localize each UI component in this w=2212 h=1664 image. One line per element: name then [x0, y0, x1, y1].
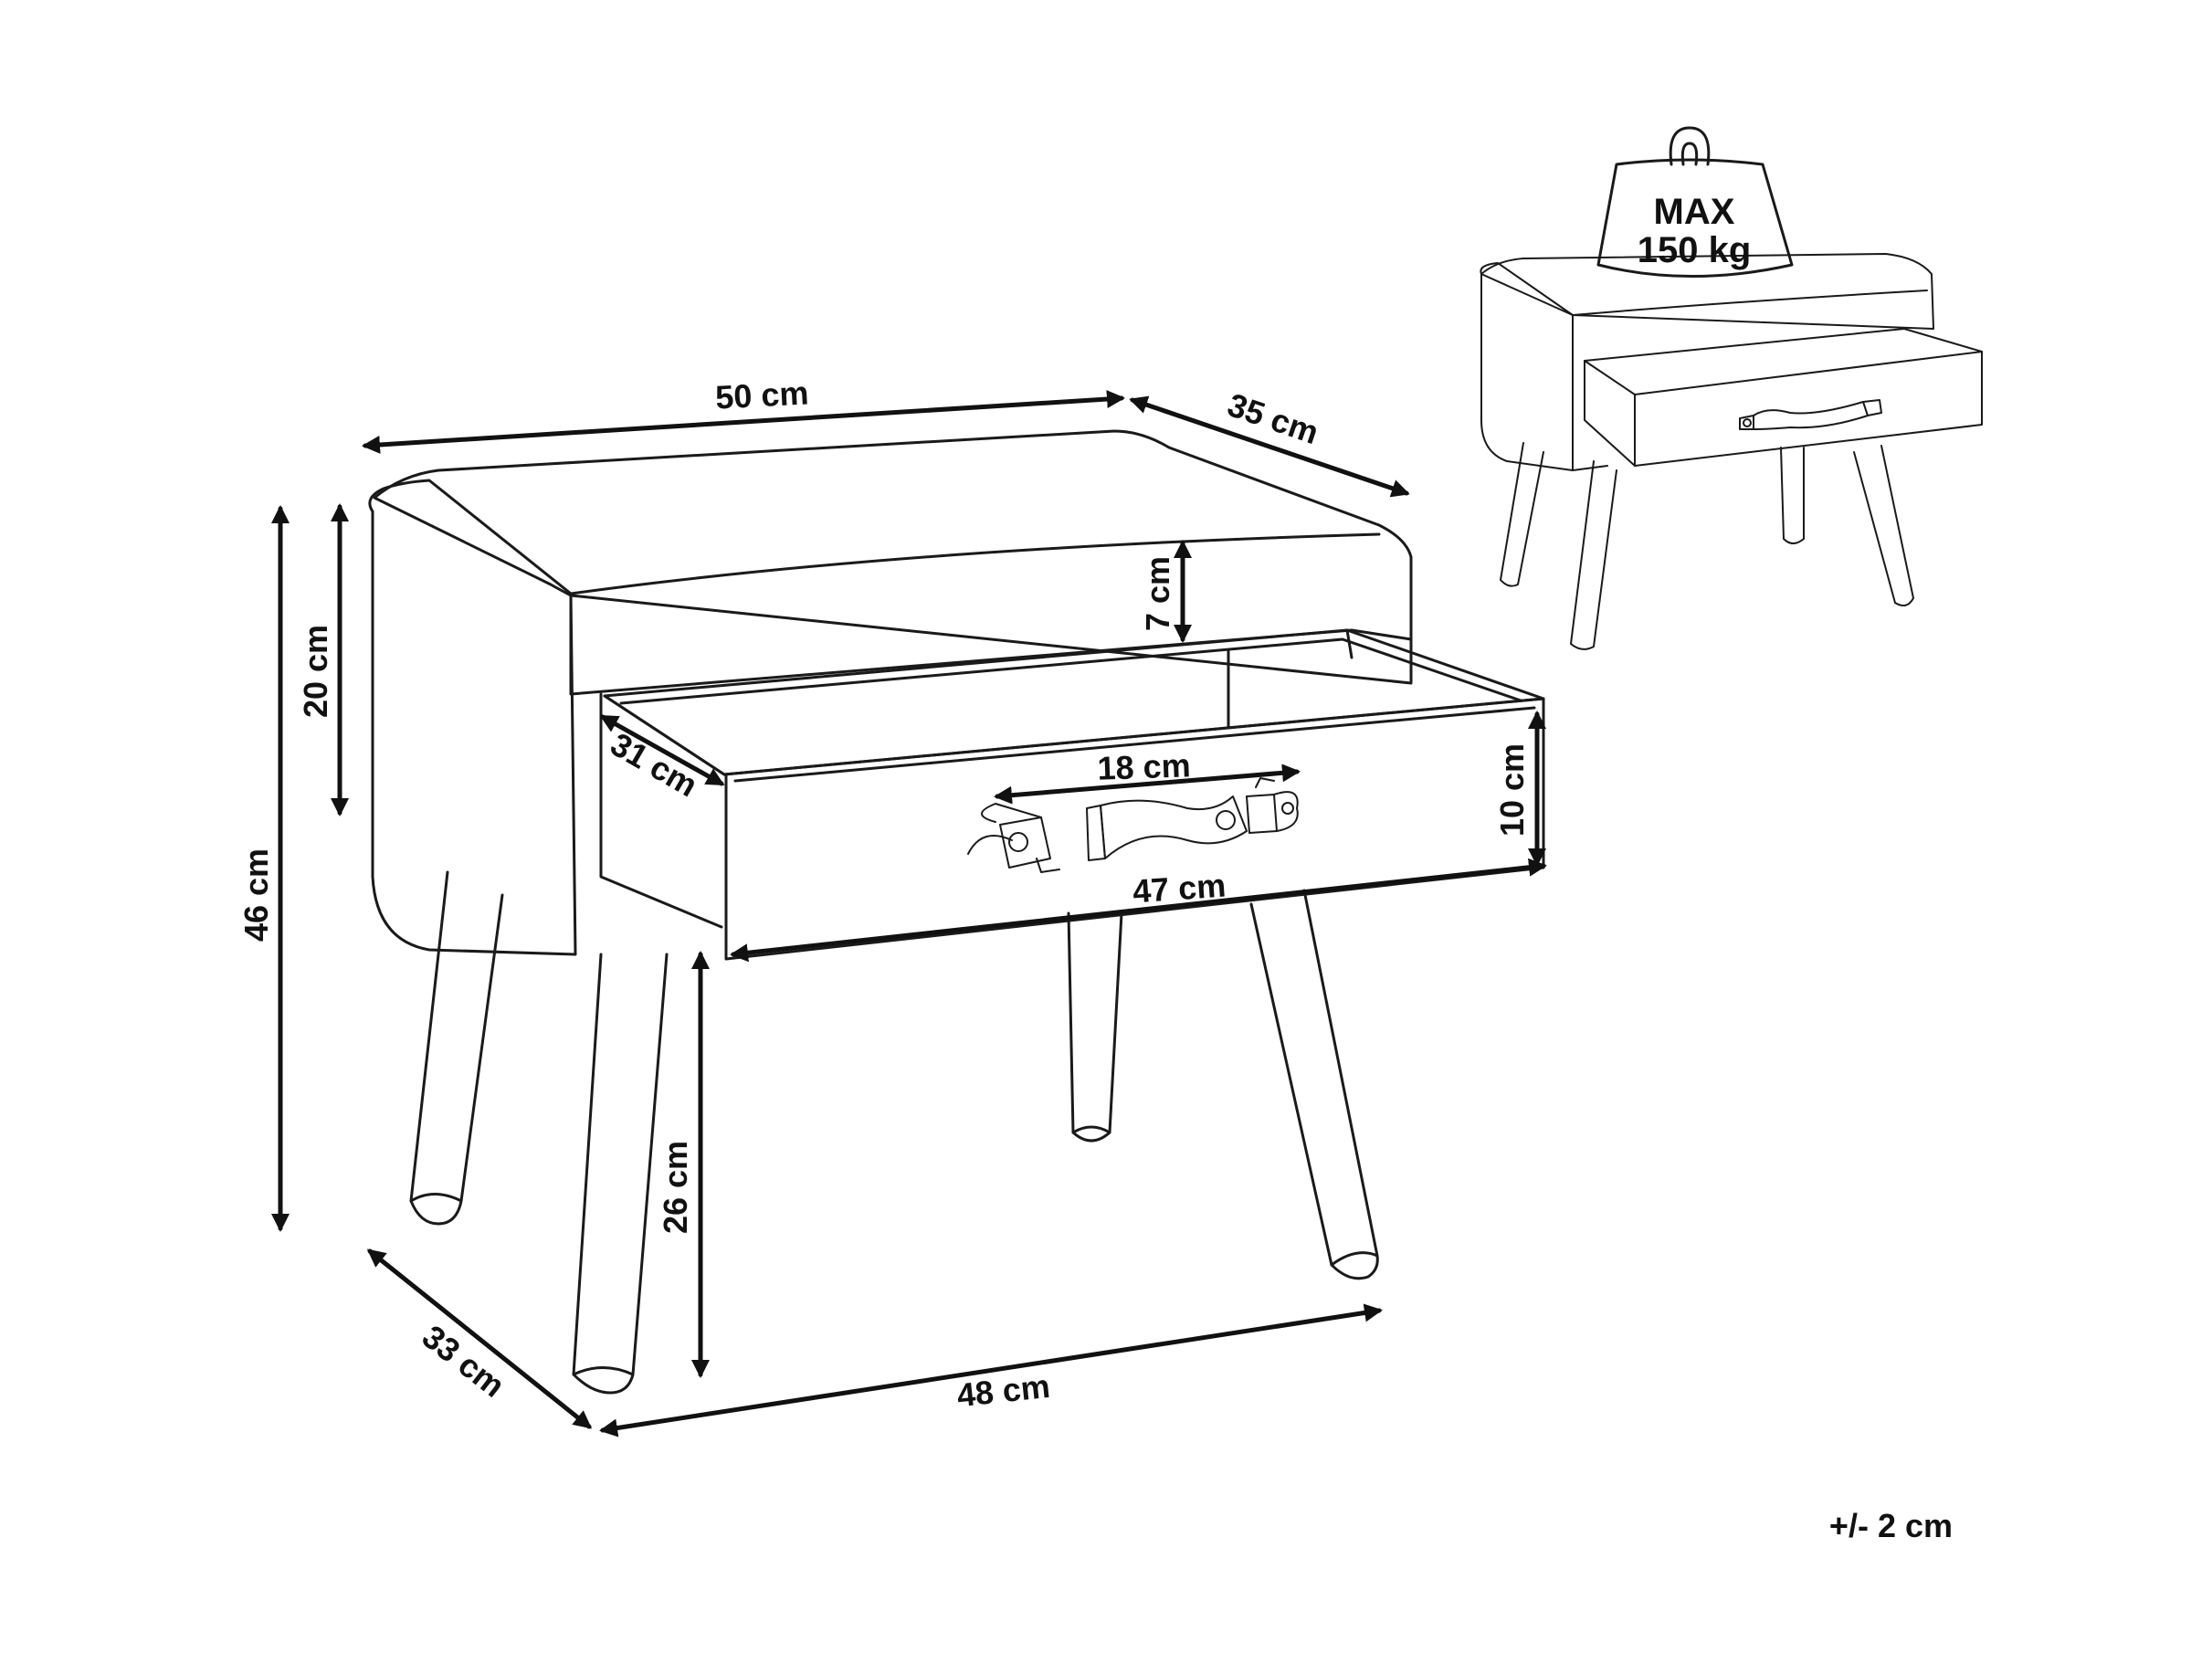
label-gap-height: 7 cm — [1139, 556, 1176, 631]
preview-leg-2 — [1570, 460, 1617, 650]
preview-top-edge — [1572, 290, 1928, 316]
preview-leg-1 — [1500, 442, 1544, 587]
dim-line-leg-depth — [366, 1248, 593, 1429]
preview-leg-3 — [1780, 447, 1805, 544]
label-leg-depth: 33 cm — [416, 1318, 512, 1405]
dim-line-drawer-depth — [599, 714, 725, 786]
preview-drawer — [1584, 328, 1983, 395]
dimension-lines — [271, 390, 1547, 1438]
preview-drawer-side — [1584, 360, 1636, 467]
weight-badge-line2: 150 kg — [1638, 230, 1752, 270]
dim-line-leg-width — [599, 1303, 1383, 1438]
preview-drawer-front — [1634, 351, 1983, 467]
label-width-top: 50 cm — [714, 374, 809, 416]
dim-line-width-top — [362, 390, 1125, 454]
label-depth-top: 35 cm — [1223, 385, 1323, 451]
leg-front-left — [572, 953, 669, 1395]
preview-body-top — [1480, 253, 1934, 330]
weight-handle-icon — [1669, 126, 1711, 166]
body-side — [368, 479, 577, 956]
tolerance-note: +/- 2 cm — [1829, 1507, 1953, 1544]
label-total-height: 46 cm — [237, 848, 275, 942]
preview-opening — [1572, 314, 1608, 471]
weight-badge-line1: MAX — [1654, 192, 1735, 232]
body-front-band — [569, 555, 1413, 696]
leg-back-right — [1067, 911, 1123, 1143]
dim-line-depth-top — [1129, 395, 1410, 498]
dimension-labels: 50 cm 35 cm 20 cm 46 cm 7 cm 31 cm 18 cm… — [237, 374, 1531, 1414]
label-leg-height: 26 cm — [657, 1141, 694, 1234]
drawer-handle — [967, 777, 1299, 873]
preview-nightstand — [1480, 253, 1983, 650]
label-drawer-width: 47 cm — [1132, 867, 1227, 911]
preview-handle-rivet — [1743, 418, 1752, 427]
label-drawer-depth: 31 cm — [605, 725, 704, 805]
dim-line-drawer-width — [730, 858, 1547, 963]
label-handle-width: 18 cm — [1097, 746, 1191, 787]
label-drawer-height: 10 cm — [1493, 743, 1531, 837]
preview-leg-4 — [1853, 445, 1914, 607]
leg-back-left — [409, 870, 504, 1226]
weight-badge: MAX 150 kg — [1596, 126, 1794, 278]
body-top — [373, 429, 1413, 685]
main-nightstand — [368, 429, 1545, 1395]
leg-front-right — [1249, 889, 1379, 1280]
weight-icon — [1596, 158, 1794, 278]
label-top-height: 20 cm — [297, 625, 334, 718]
dim-line-handle-width — [994, 764, 1301, 805]
preview-drawer-handle — [1739, 399, 1882, 430]
